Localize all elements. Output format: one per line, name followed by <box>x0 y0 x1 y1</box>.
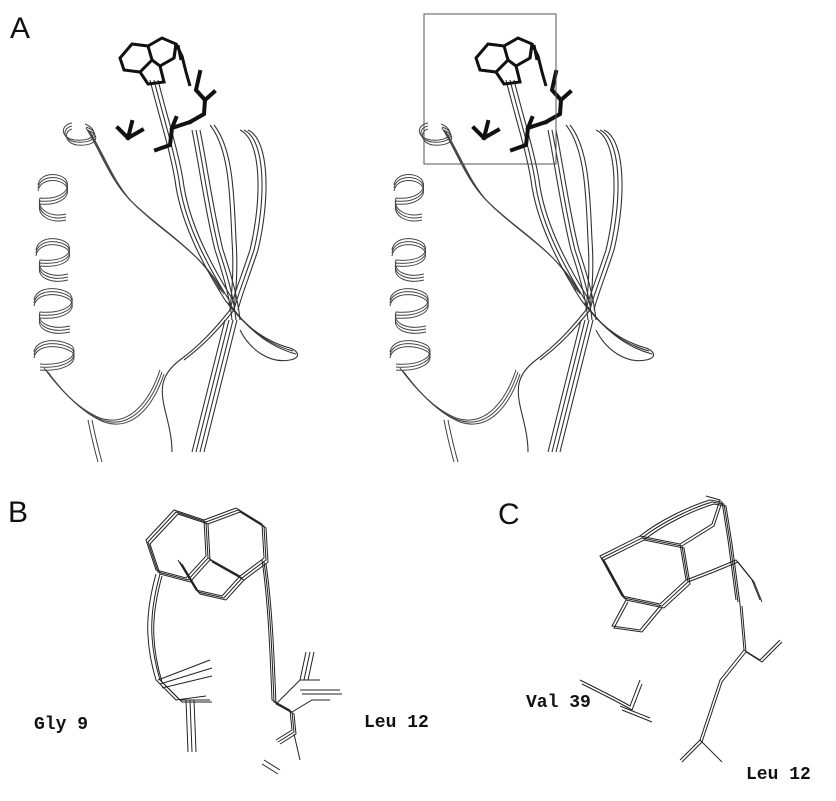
panel-label-c: C <box>498 500 520 530</box>
label-gly9: Gly 9 <box>34 716 88 734</box>
label-val39: Val 39 <box>526 694 591 712</box>
label-leu12-b: Leu 12 <box>364 714 429 732</box>
panel-b-structure <box>146 508 342 774</box>
ribbon-left-view <box>34 38 298 462</box>
panel-label-b: B <box>8 498 28 528</box>
label-leu12-c: Leu 12 <box>746 766 811 784</box>
ribbon-right-view <box>390 38 654 462</box>
panel-label-a: A <box>10 14 30 44</box>
panel-c-structure <box>580 496 782 762</box>
